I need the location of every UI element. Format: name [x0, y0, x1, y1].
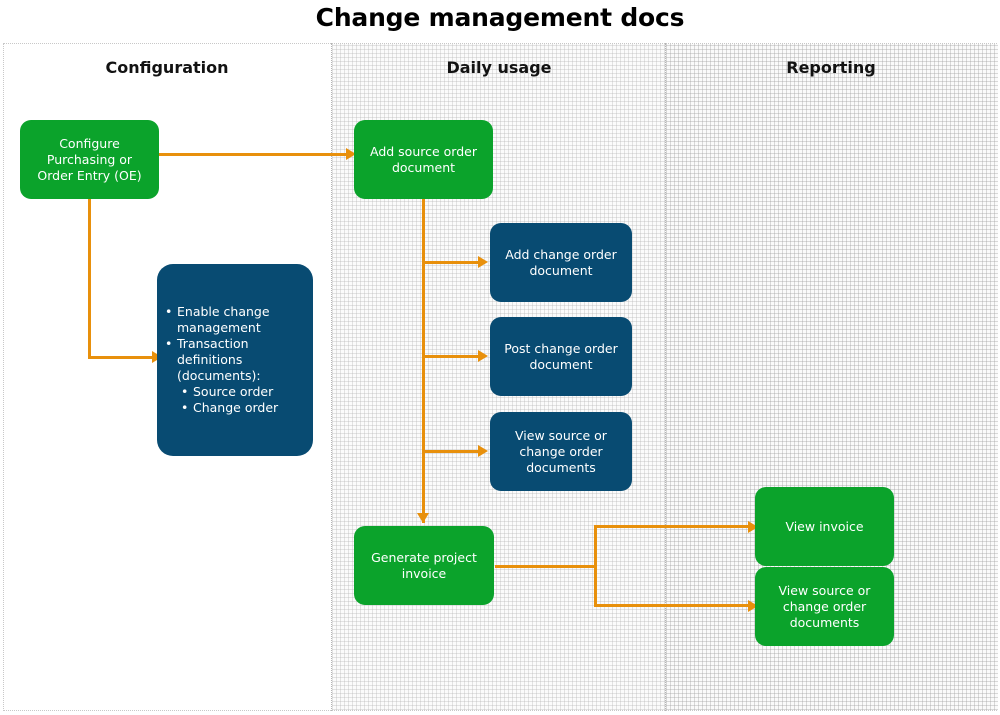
arrowhead-view-documents-mid — [478, 445, 488, 457]
connector-invoice-to-split — [495, 565, 597, 568]
connector-split-to-view-documents — [594, 604, 761, 607]
lane-reporting — [666, 44, 998, 710]
node-add-change-order-document[interactable]: Add change order document — [490, 223, 632, 302]
node-generate-project-invoice[interactable]: Generate project invoice — [354, 526, 494, 605]
settings-bullet-2-label: Transaction definitions (documents): — [177, 336, 261, 383]
settings-bullet-list: •Enable change management •Transaction d… — [157, 304, 313, 416]
arrowhead-trunk-to-generate-invoice — [417, 513, 429, 523]
bullet-marker-icon: • — [165, 304, 173, 319]
bullet-marker-icon: • — [165, 336, 173, 351]
node-post-change-order-document[interactable]: Post change order document — [490, 317, 632, 396]
settings-sub-bullet-list: • Source order • Change order — [177, 384, 313, 416]
lane-divider-1 — [331, 43, 332, 711]
settings-sub-bullet-1: • Source order — [181, 384, 313, 400]
lane-header-configuration: Configuration — [105, 58, 229, 77]
node-view-source-or-change-order-documents-daily[interactable]: View source or change order documents — [490, 412, 632, 491]
arrowhead-post-change-order — [478, 350, 488, 362]
arrowhead-configure-to-add-source-order — [346, 148, 356, 160]
lane-header-daily-usage: Daily usage — [446, 58, 552, 77]
connector-configure-down — [88, 198, 91, 359]
arrowhead-add-change-order — [478, 256, 488, 268]
settings-bullet-1-label: Enable change management — [177, 304, 270, 335]
connector-configure-to-add-source-order — [159, 153, 349, 156]
connector-split-to-view-invoice — [594, 525, 761, 528]
bullet-marker-icon: • — [181, 400, 189, 415]
connector-configure-to-settings — [88, 356, 163, 359]
node-configuration-settings[interactable]: •Enable change management •Transaction d… — [157, 264, 313, 456]
arrowhead-view-invoice — [748, 521, 758, 533]
lane-divider-2 — [665, 43, 666, 711]
node-view-invoice[interactable]: View invoice — [755, 487, 894, 566]
connector-split-vertical — [594, 525, 597, 607]
connector-trunk-to-add-change-order — [422, 261, 485, 264]
settings-bullet-2: •Transaction definitions (documents): •S… — [165, 336, 313, 416]
lane-header-reporting: Reporting — [786, 58, 876, 77]
node-configure-purchasing-or-order-entry[interactable]: Configure Purchasing or Order Entry (OE) — [20, 120, 159, 199]
arrowhead-view-documents-right — [748, 600, 758, 612]
settings-sub-bullet-2: • Change order — [181, 400, 313, 416]
settings-sub-bullet-1-label: Source order — [193, 384, 274, 399]
page-title: Change management docs — [315, 3, 685, 32]
connector-source-order-trunk — [422, 198, 425, 523]
node-view-source-or-change-order-documents-reporting[interactable]: View source or change order documents — [755, 567, 894, 646]
connector-trunk-to-view-documents — [422, 450, 485, 453]
node-add-source-order-document[interactable]: Add source order document — [354, 120, 493, 199]
bullet-marker-icon: • — [181, 384, 189, 399]
settings-bullet-1: • Enable change management — [165, 304, 313, 336]
settings-sub-bullet-2-label: Change order — [193, 400, 279, 415]
connector-trunk-to-post-change-order — [422, 355, 485, 358]
